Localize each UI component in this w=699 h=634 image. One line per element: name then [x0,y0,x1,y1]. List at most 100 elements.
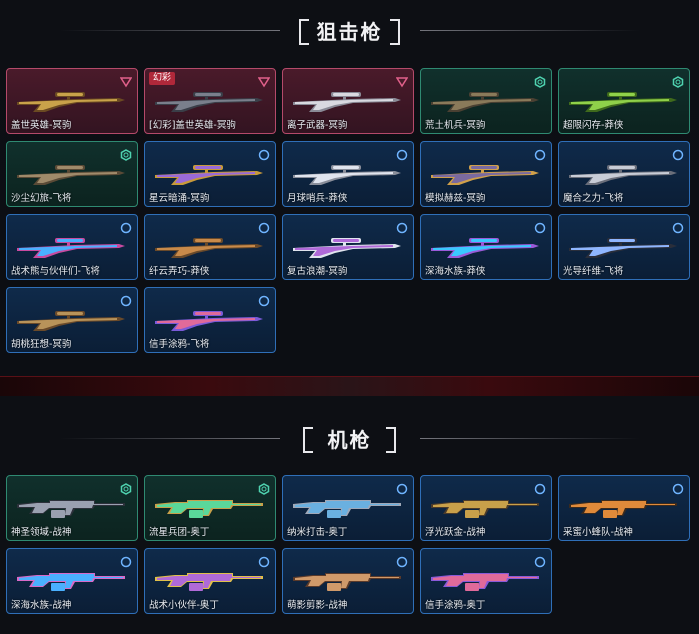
weapon-skin-card[interactable]: 神圣领域-战神 [6,475,138,541]
weapon-image [291,85,403,115]
circle-rank-icon [672,480,684,495]
machinegun-header: 机枪 [0,418,699,458]
weapon-image [153,565,265,595]
machinegun-section-title: 机枪 [327,428,372,452]
hexagon-rank-icon [672,73,684,88]
circle-rank-icon [396,219,408,234]
weapon-skin-card[interactable]: 浮光跃金-战神 [420,475,552,541]
weapon-skin-card[interactable]: 纤云弄巧-莽侠 [144,214,276,280]
weapon-skin-card[interactable]: 流星兵团-奥丁 [144,475,276,541]
triangle-rank-icon [257,73,271,88]
weapon-skin-card[interactable]: 信手涂鸦-奥丁 [420,548,552,614]
skin-name-label: 神圣领域-战神 [11,527,72,538]
weapon-image [153,231,265,261]
weapon-skin-card[interactable]: 战术熊与伙伴们-飞将 [6,214,138,280]
weapon-skin-card[interactable]: 荒土机兵-冥驹 [420,68,552,134]
weapon-skin-card[interactable]: 光导纤维-飞将 [558,214,690,280]
weapon-image [153,85,265,115]
circle-rank-icon [534,553,546,568]
circle-rank-icon [534,480,546,495]
skin-name-label: 光导纤维-飞将 [563,266,624,277]
weapon-image [153,304,265,334]
skin-name-label: 战术熊与伙伴们-飞将 [11,266,100,277]
weapon-image [429,492,541,522]
weapon-image [429,231,541,261]
skin-name-label: 魔合之力-飞将 [563,193,624,204]
skin-name-label: 浮光跃金-战神 [425,527,486,538]
weapon-image [15,565,127,595]
hexagon-rank-icon [120,146,132,161]
bracket-right-icon [390,19,400,45]
weapon-skin-card[interactable]: 深海水族-莽侠 [420,214,552,280]
circle-rank-icon [672,146,684,161]
weapon-skin-card[interactable]: 深海水族-战神 [6,548,138,614]
circle-rank-icon [258,219,270,234]
weapon-image [429,565,541,595]
weapon-image [567,85,679,115]
weapon-image [15,231,127,261]
circle-rank-icon [534,219,546,234]
weapon-skin-card[interactable]: 离子武器-冥驹 [282,68,414,134]
circle-rank-icon [396,480,408,495]
weapon-skin-card[interactable]: 复古浪潮-冥驹 [282,214,414,280]
skin-name-label: 信手涂鸦-奥丁 [425,600,486,611]
header-line-left [60,30,280,31]
skin-name-label: 纤云弄巧-莽侠 [149,266,210,277]
weapon-image [429,85,541,115]
hexagon-rank-icon [534,73,546,88]
weapon-image [291,158,403,188]
circle-rank-icon [258,146,270,161]
weapon-skin-card[interactable]: 沙尘幻旅-飞将 [6,141,138,207]
circle-rank-icon [534,146,546,161]
weapon-skin-card[interactable]: 战术小伙伴-奥丁 [144,548,276,614]
bracket-left-icon [299,19,309,45]
circle-rank-icon [672,219,684,234]
weapon-skin-card[interactable]: 星云暗涌-冥驹 [144,141,276,207]
weapon-image [153,492,265,522]
weapon-skin-card[interactable]: 幻彩[幻彩]盖世英雄-冥驹 [144,68,276,134]
hexagon-rank-icon [120,480,132,495]
weapon-skin-card[interactable]: 超限闪存-莽侠 [558,68,690,134]
weapon-image [15,158,127,188]
weapon-image [567,158,679,188]
bracket-left-icon [303,427,313,453]
weapon-image [15,492,127,522]
triangle-rank-icon [395,73,409,88]
skin-name-label: 纳米打击-奥丁 [287,527,348,538]
weapon-skin-card[interactable]: 盖世英雄-冥驹 [6,68,138,134]
weapon-image [15,304,127,334]
weapon-skin-card[interactable]: 胡桃狂想-冥驹 [6,287,138,353]
weapon-skin-card[interactable]: 魔合之力-飞将 [558,141,690,207]
weapon-image [567,231,679,261]
skin-name-label: 深海水族-战神 [11,600,72,611]
circle-rank-icon [396,146,408,161]
header-line-left [60,438,280,439]
weapon-skin-card[interactable]: 模拟赫兹-冥驹 [420,141,552,207]
hexagon-rank-icon [258,480,270,495]
header-line-right [420,438,640,439]
skin-name-label: 沙尘幻旅-飞将 [11,193,72,204]
skin-name-label: 模拟赫兹-冥驹 [425,193,486,204]
weapon-skin-card[interactable]: 萌影剪影-战神 [282,548,414,614]
skin-name-label: 信手涂鸦-飞将 [149,339,210,350]
skin-name-label: 月球哨兵-莽侠 [287,193,348,204]
circle-rank-icon [258,553,270,568]
skin-name-label: 胡桃狂想-冥驹 [11,339,72,350]
header-line-right [420,30,640,31]
weapon-image [153,158,265,188]
weapon-skin-card[interactable]: 信手涂鸦-飞将 [144,287,276,353]
weapon-skin-card[interactable]: 采蜜小蜂队-战神 [558,475,690,541]
skin-name-label: 复古浪潮-冥驹 [287,266,348,277]
circle-rank-icon [258,292,270,307]
triangle-rank-icon [119,73,133,88]
skin-name-label: [幻彩]盖世英雄-冥驹 [149,120,236,131]
circle-rank-icon [120,219,132,234]
skin-name-label: 离子武器-冥驹 [287,120,348,131]
skin-name-label: 超限闪存-莽侠 [563,120,624,131]
skin-name-label: 星云暗涌-冥驹 [149,193,210,204]
weapon-skin-card[interactable]: 纳米打击-奥丁 [282,475,414,541]
weapon-image [15,85,127,115]
weapon-image [291,565,403,595]
weapon-skin-card[interactable]: 月球哨兵-莽侠 [282,141,414,207]
skin-name-label: 深海水族-莽侠 [425,266,486,277]
